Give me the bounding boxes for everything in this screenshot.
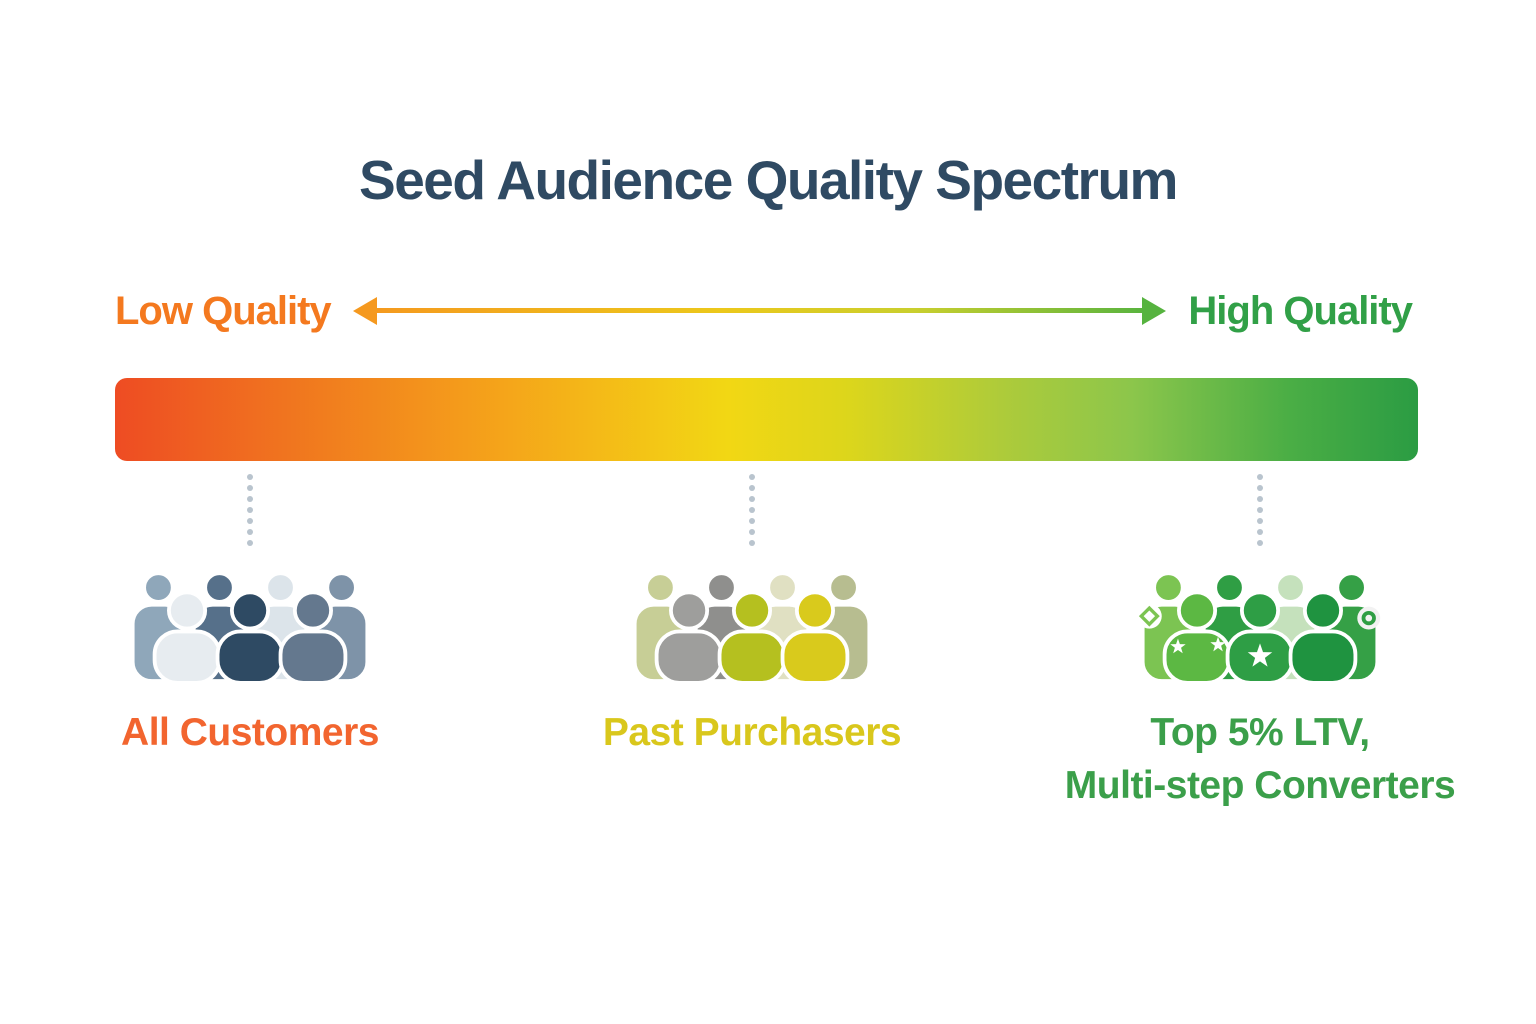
crowd-yellow-icon — [632, 571, 872, 685]
high-quality-label: High Quality — [1188, 288, 1413, 333]
ring-badge-icon — [1357, 606, 1381, 630]
column-all-customers: All Customers — [50, 474, 450, 759]
arrow-line — [368, 308, 1151, 313]
column-past-purchasers: Past Purchasers — [552, 474, 952, 759]
connector-dotted-line — [247, 474, 253, 546]
diamond-badge-icon — [1136, 603, 1162, 629]
crowd-green-icon — [1136, 571, 1381, 685]
quality-axis: Low Quality High Quality — [115, 284, 1413, 338]
quality-gradient-bar — [115, 378, 1418, 461]
connector-dotted-line — [749, 474, 755, 546]
low-quality-label: Low Quality — [115, 288, 332, 333]
column-top-ltv: Top 5% LTV, Multi-step Converters — [1060, 474, 1460, 812]
crowd-blue-icon — [130, 571, 370, 685]
column-label-line1: Top 5% LTV, — [1150, 711, 1370, 754]
column-label-line2: Multi-step Converters — [1064, 764, 1456, 807]
column-label: Top 5% LTV, Multi-step Converters — [1064, 706, 1456, 812]
column-label: Past Purchasers — [602, 711, 902, 754]
page-title: Seed Audience Quality Spectrum — [359, 149, 1178, 211]
connector-dotted-line — [1257, 474, 1263, 546]
double-arrow-icon — [352, 296, 1167, 326]
arrowhead-right-icon — [1142, 297, 1167, 325]
column-label: All Customers — [121, 711, 379, 754]
